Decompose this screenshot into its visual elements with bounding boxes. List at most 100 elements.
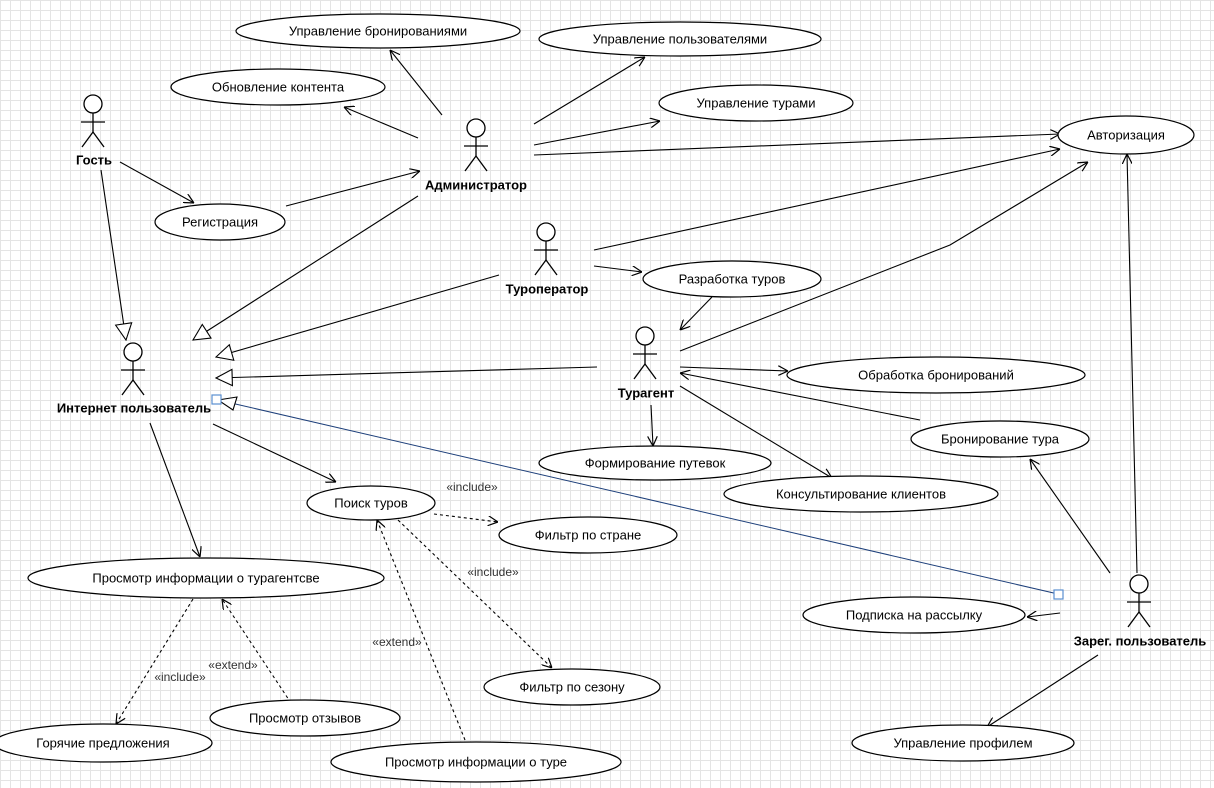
use-case-update-content[interactable]: Обновление контента bbox=[170, 68, 386, 106]
gen-registered-user-arrowhead bbox=[216, 396, 238, 411]
assoc-registered-user-subscription bbox=[1027, 613, 1061, 617]
use-case-tour-search[interactable]: Поиск туров bbox=[306, 485, 436, 521]
use-case-label: Управление бронированиями bbox=[289, 24, 467, 39]
use-case-label: Регистрация bbox=[182, 215, 258, 230]
actor-internet-user[interactable]: Интернет пользователь bbox=[57, 342, 211, 416]
gen-travel-agent-internet-user bbox=[216, 366, 598, 378]
use-case-label: Поиск туров bbox=[334, 496, 408, 511]
stick-figure-icon bbox=[1127, 574, 1151, 628]
dep-include-country-filter bbox=[433, 513, 498, 522]
use-case-label: Консультирование клиентов bbox=[776, 487, 946, 502]
actor-label: Гость bbox=[76, 153, 112, 168]
use-case-label: Формирование путевок bbox=[585, 456, 726, 471]
use-case-label: Подписка на рассылку bbox=[846, 608, 983, 623]
actor-registered-user[interactable]: Зарег. пользователь bbox=[1074, 574, 1207, 649]
use-case-hot-offers[interactable]: Горячие предложения bbox=[0, 723, 213, 763]
assoc-travel-agent-booking-processing bbox=[679, 367, 788, 371]
use-case-label: Фильтр по сезону bbox=[519, 680, 625, 695]
use-case-authorization[interactable]: Авторизация bbox=[1057, 115, 1195, 155]
stick-figure-icon bbox=[464, 118, 488, 172]
use-case-voucher-forming[interactable]: Формирование путевок bbox=[538, 445, 772, 481]
actor-admin[interactable]: Администратор bbox=[425, 118, 527, 193]
assoc-admin-update-content bbox=[344, 107, 419, 139]
stick-figure-icon bbox=[534, 222, 558, 276]
use-case-label: Управление пользователями bbox=[593, 32, 767, 47]
use-case-reviews[interactable]: Просмотр отзывов bbox=[209, 699, 401, 737]
selection-handle-start[interactable] bbox=[211, 394, 222, 405]
dep-include-hot-offers bbox=[116, 598, 194, 724]
stereotype-labels: «include» «include» «extend» «include» «… bbox=[154, 480, 519, 684]
assoc-admin-manage-bookings bbox=[390, 50, 443, 116]
use-case-season-filter[interactable]: Фильтр по сезону bbox=[483, 668, 661, 706]
use-case-manage-bookings[interactable]: Управление бронированиями bbox=[235, 13, 521, 49]
assoc-registered-user-authorization bbox=[1127, 154, 1138, 574]
assoc-admin-authorization bbox=[533, 134, 1060, 156]
use-case-label: Просмотр отзывов bbox=[249, 711, 361, 726]
use-case-tour-info[interactable]: Просмотр информации о туре bbox=[330, 741, 622, 783]
assoc-admin-manage-tours bbox=[533, 121, 660, 146]
use-case-manage-users[interactable]: Управление пользователями bbox=[538, 21, 822, 57]
assoc-tour-booking-travel-agent bbox=[680, 373, 921, 421]
use-case-label: Бронирование тура bbox=[941, 432, 1060, 447]
stereotype-include-country: «include» bbox=[446, 480, 498, 494]
assoc-travel-agent-authorization bbox=[679, 162, 1088, 352]
assoc-travel-agent-voucher-forming bbox=[651, 404, 653, 446]
assoc-internet-user-tour-search bbox=[212, 423, 336, 482]
stereotype-extend-reviews: «extend» bbox=[208, 658, 258, 672]
stereotype-include-hot: «include» bbox=[154, 670, 206, 684]
assoc-travel-agent-client-consulting bbox=[679, 385, 832, 478]
stereotype-include-season: «include» bbox=[467, 565, 519, 579]
assoc-touroperator-authorization bbox=[593, 149, 1060, 251]
selection-handle-end[interactable] bbox=[1053, 589, 1064, 600]
dep-extend-reviews bbox=[222, 599, 292, 704]
stick-figure-icon bbox=[121, 342, 145, 396]
stereotype-extend-tour-info: «extend» bbox=[372, 635, 422, 649]
use-case-label: Управление турами bbox=[697, 96, 816, 111]
assoc-registered-user-profile-management bbox=[987, 654, 1099, 727]
use-case-country-filter[interactable]: Фильтр по стране bbox=[498, 516, 678, 554]
gen-guest-internet-user bbox=[100, 169, 126, 340]
use-case-label: Горячие предложения bbox=[36, 736, 169, 751]
dep-extend-tour-info bbox=[377, 520, 466, 741]
actor-label: Турагент bbox=[618, 386, 675, 401]
actor-travel-agent[interactable]: Турагент bbox=[618, 326, 675, 401]
use-case-subscription[interactable]: Подписка на рассылку bbox=[802, 596, 1026, 634]
dependencies bbox=[116, 513, 552, 741]
assoc-internet-user-agency-info bbox=[149, 422, 200, 557]
use-case-tour-development[interactable]: Разработка туров bbox=[642, 260, 822, 298]
use-case-manage-tours[interactable]: Управление турами bbox=[658, 84, 854, 122]
use-case-label: Фильтр по стране bbox=[535, 528, 642, 543]
actor-label: Интернет пользователь bbox=[57, 401, 211, 416]
assoc-touroperator-tour-development bbox=[593, 265, 642, 272]
gen-touroperator-internet-user bbox=[216, 274, 500, 357]
actor-label: Зарег. пользователь bbox=[1074, 634, 1207, 649]
actor-label: Администратор bbox=[425, 178, 527, 193]
gen-admin-internet-user bbox=[193, 195, 419, 340]
generalizations bbox=[100, 169, 1064, 600]
use-case-registration[interactable]: Регистрация bbox=[154, 203, 286, 241]
use-case-label: Разработка туров bbox=[679, 272, 786, 287]
use-case-label: Обновление контента bbox=[212, 80, 345, 95]
assoc-registration-admin bbox=[285, 171, 420, 207]
actor-label: Туроператор bbox=[506, 282, 589, 297]
use-case-booking-processing[interactable]: Обработка бронирований bbox=[786, 356, 1086, 394]
gen-registered-user-internet-user-line bbox=[217, 399, 1059, 595]
assoc-guest-registration bbox=[119, 161, 194, 203]
use-case-label: Управление профилем bbox=[893, 736, 1032, 751]
use-case-label: Авторизация bbox=[1087, 128, 1165, 143]
use-case-tour-booking[interactable]: Бронирование тура bbox=[910, 420, 1090, 458]
use-case-agency-info[interactable]: Просмотр информации о турагентсве bbox=[27, 557, 385, 599]
use-case-label: Просмотр информации о турагентсве bbox=[92, 571, 319, 586]
assoc-tour-development-travel-agent bbox=[680, 296, 713, 330]
use-case-profile-management[interactable]: Управление профилем bbox=[851, 724, 1075, 762]
stick-figure-icon bbox=[633, 326, 657, 380]
actor-touroperator[interactable]: Туроператор bbox=[506, 222, 589, 297]
use-case-label: Обработка бронирований bbox=[858, 368, 1014, 383]
assoc-admin-manage-users bbox=[533, 57, 645, 125]
actor-guest[interactable]: Гость bbox=[76, 94, 112, 168]
associations bbox=[119, 50, 1138, 727]
assoc-registered-user-tour-booking bbox=[1030, 459, 1111, 574]
stick-figure-icon bbox=[81, 94, 105, 148]
use-case-client-consulting[interactable]: Консультирование клиентов bbox=[723, 475, 999, 513]
use-case-label: Просмотр информации о туре bbox=[385, 755, 567, 770]
